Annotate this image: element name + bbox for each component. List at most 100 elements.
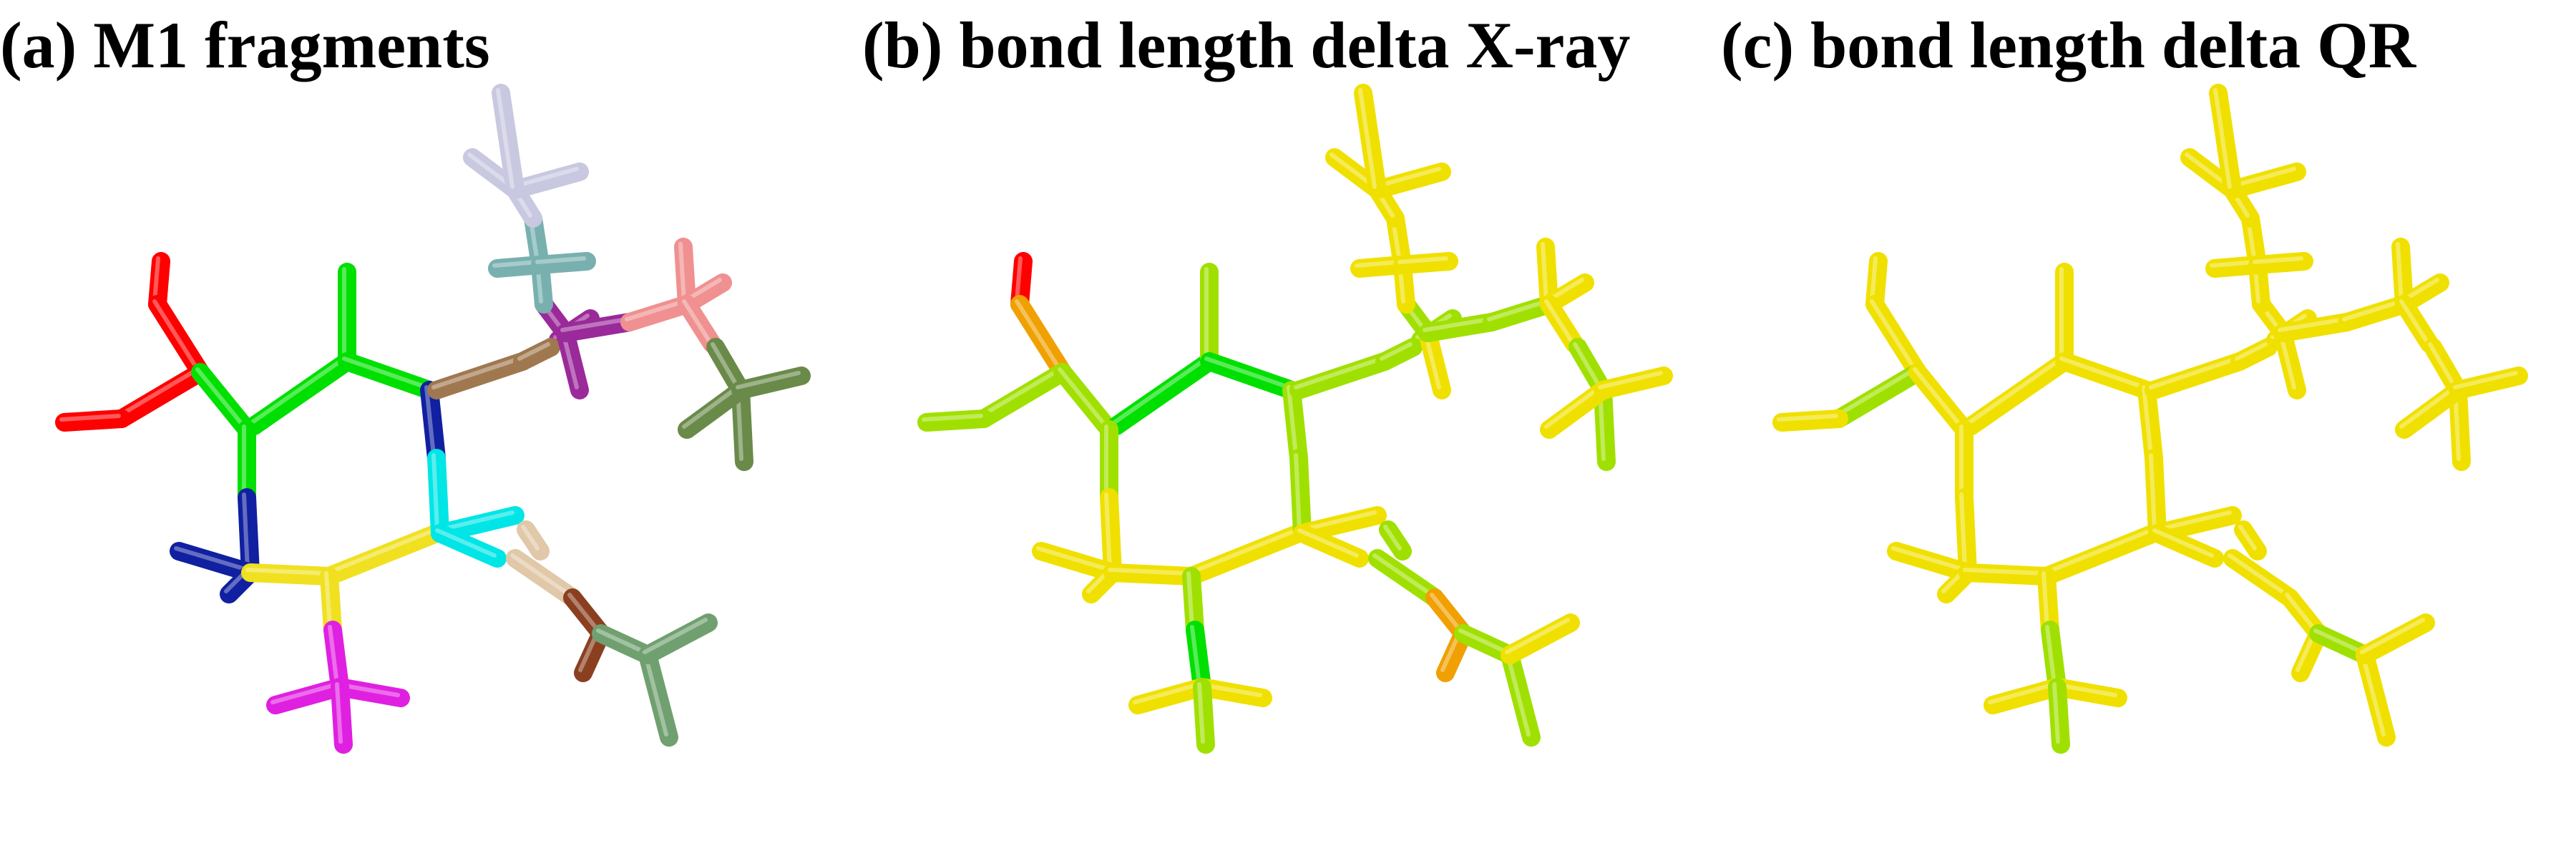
bond-stick: [2145, 352, 2249, 399]
bond-highlight: [596, 629, 647, 654]
bond-stick: [1955, 488, 1977, 582]
bond-stick: [2395, 295, 2439, 353]
bond-stick: [1375, 338, 1423, 371]
bond-highlight: [1036, 546, 1112, 572]
bond-highlight: [324, 528, 436, 576]
bond-highlight: [2360, 618, 2425, 654]
bond-stick: [1100, 488, 1122, 582]
bond-stick: [112, 363, 210, 428]
bond-stick: [556, 324, 589, 399]
bond-stick: [492, 84, 525, 199]
bond-highlight: [1186, 571, 1194, 629]
bond-stick: [1418, 324, 1451, 399]
bond-highlight: [2142, 385, 2153, 457]
bond-highlight: [643, 650, 668, 737]
bond-stick: [2356, 613, 2435, 664]
bond-stick: [638, 646, 678, 747]
bond-stick: [975, 363, 1072, 428]
bond-highlight: [59, 414, 121, 422]
bond-stick: [2356, 646, 2396, 747]
bond-highlight: [1505, 618, 1570, 654]
bond-stick: [2449, 367, 2528, 399]
bond-highlight: [2149, 453, 2157, 533]
bond-highlight: [535, 256, 586, 264]
bond-stick: [678, 381, 750, 439]
bond-stick: [1032, 542, 1122, 582]
bond-stick: [1193, 678, 1272, 707]
bond-highlight: [1294, 453, 1302, 533]
bond-highlight: [1380, 342, 1413, 361]
bond-highlight: [2041, 571, 2049, 629]
bond-stick: [1501, 646, 1541, 747]
bond-highlight: [1430, 593, 1463, 633]
bond-highlight: [1015, 256, 1023, 304]
bond-stick: [2449, 381, 2471, 471]
bond-stick: [1483, 295, 1558, 331]
bond-highlight: [1197, 682, 1205, 744]
bond-stick: [1594, 367, 1673, 399]
bond-highlight: [424, 385, 436, 457]
bond-stick: [731, 367, 811, 399]
bond-stick: [1128, 678, 1211, 714]
bond-highlight: [2052, 682, 2060, 744]
bond-stick: [1368, 162, 1451, 199]
bond-stick: [1540, 381, 1612, 439]
bond-stick: [55, 409, 131, 432]
bond-stick: [427, 449, 449, 543]
bond-highlight: [1397, 256, 1448, 264]
bond-highlight: [1966, 356, 2064, 425]
panel-b-molecule: [917, 84, 1673, 754]
bond-highlight: [1297, 528, 1359, 558]
bond-stick: [1354, 84, 1387, 199]
bond-stick: [638, 613, 718, 664]
bond-highlight: [2360, 650, 2386, 737]
bond-stick: [2048, 678, 2127, 707]
bond-stick: [556, 313, 639, 342]
bond-highlight: [678, 242, 686, 304]
bond-highlight: [431, 453, 439, 533]
bond-highlight: [1423, 317, 1491, 332]
panel-b-title: (b) bond length delta X-ray: [862, 9, 1631, 82]
bond-stick: [338, 352, 439, 399]
bond-highlight: [335, 682, 343, 744]
panel-c-molecule: [1772, 84, 2528, 754]
bond-stick: [1282, 381, 1308, 467]
bond-stick: [1053, 363, 1118, 439]
bond-highlight: [1541, 242, 1548, 304]
bond-stick: [678, 295, 721, 353]
bond-highlight: [342, 356, 429, 389]
bond-highlight: [2253, 256, 2303, 264]
bond-highlight: [1963, 568, 2046, 576]
panel-c-title: (c) bond length delta QR: [1721, 9, 2416, 82]
bond-stick: [1193, 678, 1215, 754]
bond-highlight: [245, 568, 328, 576]
bond-highlight: [324, 571, 332, 629]
bond-stick: [1501, 613, 1580, 664]
bond-highlight: [2152, 528, 2214, 558]
bond-stick: [2338, 295, 2414, 331]
bond-highlight: [682, 385, 740, 429]
bond-highlight: [2399, 299, 2429, 343]
bond-highlight: [1190, 625, 1201, 686]
bond-highlight: [1573, 342, 1602, 389]
bond-stick: [245, 352, 356, 435]
bond-stick: [620, 295, 696, 331]
bond-highlight: [521, 525, 540, 550]
bond-highlight: [1383, 525, 1402, 550]
bond-highlight: [152, 299, 200, 372]
bond-stick: [2223, 549, 2299, 607]
bond-stick: [2248, 252, 2313, 274]
bond-highlight: [2285, 593, 2318, 633]
bond-stick: [331, 678, 353, 754]
bond-stick: [238, 488, 260, 582]
bond-highlight: [270, 682, 339, 704]
bond-stick: [917, 409, 993, 432]
bond-highlight: [2059, 356, 2146, 389]
bond-highlight: [922, 414, 983, 422]
bond-stick: [506, 162, 589, 199]
bond-highlight: [682, 299, 711, 343]
bond-stick: [2041, 621, 2067, 697]
bond-highlight: [1204, 356, 1291, 389]
bond-stick: [1540, 295, 1584, 353]
